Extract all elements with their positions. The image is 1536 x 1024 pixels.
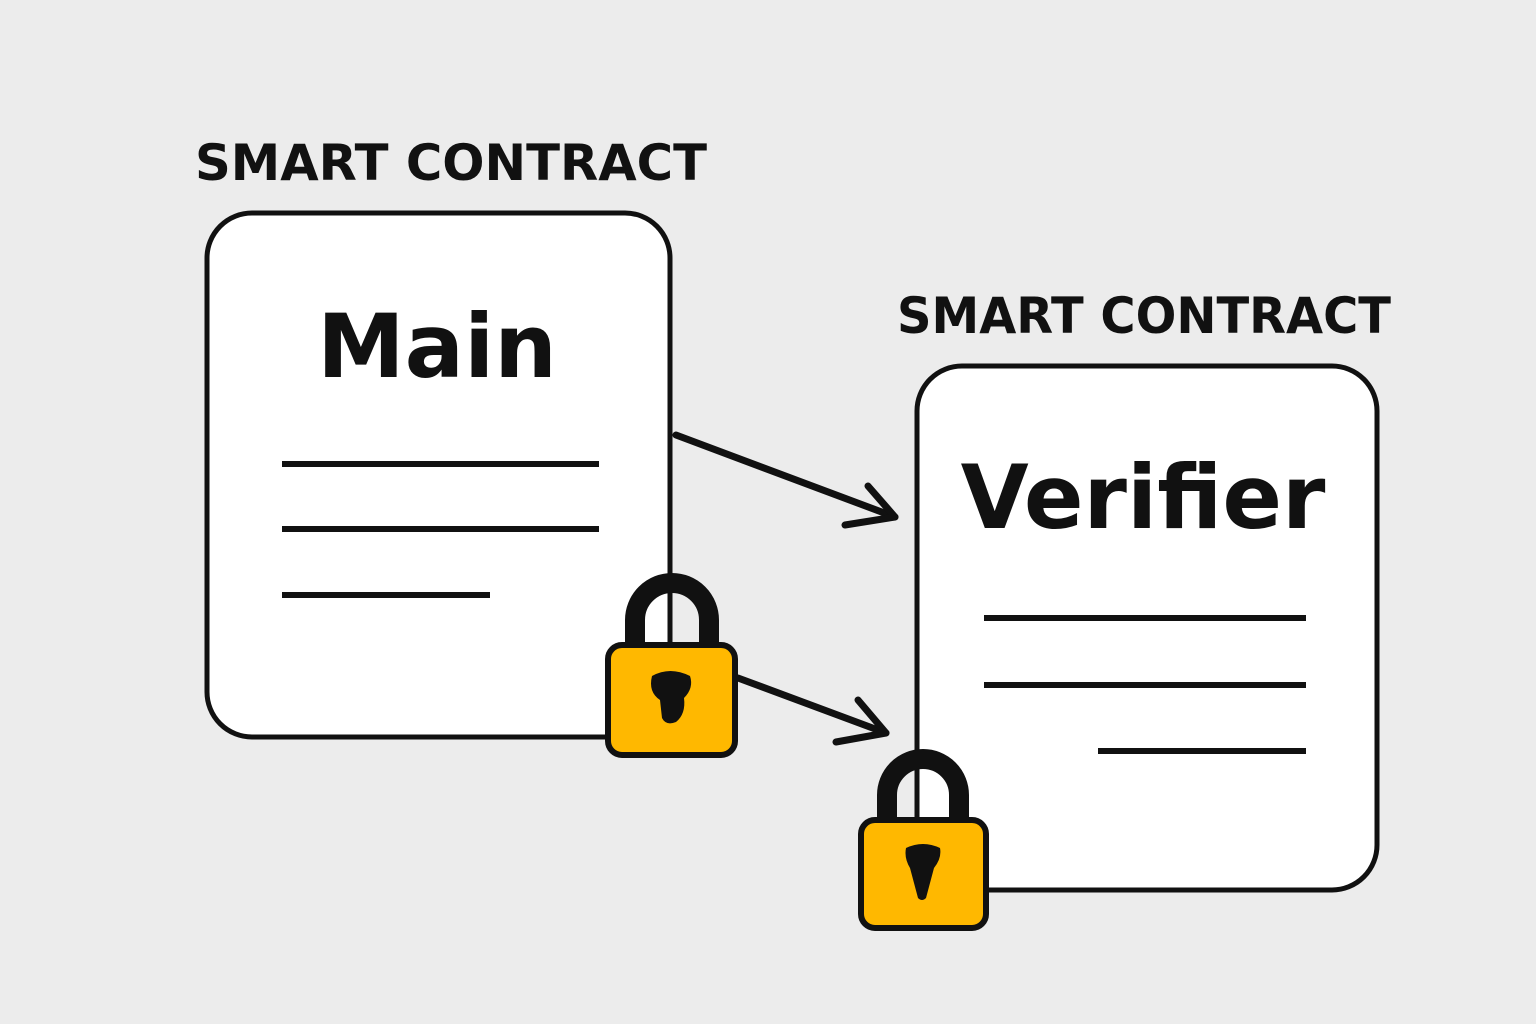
verifier-contract-title: Verifier xyxy=(961,446,1326,549)
lock-icon xyxy=(605,573,738,758)
main-contract-title: Main xyxy=(317,295,557,398)
main-contract-caption: SMART CONTRACT xyxy=(195,134,707,192)
verifier-contract-card xyxy=(914,363,1380,893)
main-contract-card xyxy=(204,210,673,740)
lock-icon xyxy=(858,749,989,931)
verifier-contract-caption: SMART CONTRACT xyxy=(897,287,1391,345)
arrow-icon xyxy=(672,431,899,529)
arrow-icon xyxy=(734,674,890,746)
